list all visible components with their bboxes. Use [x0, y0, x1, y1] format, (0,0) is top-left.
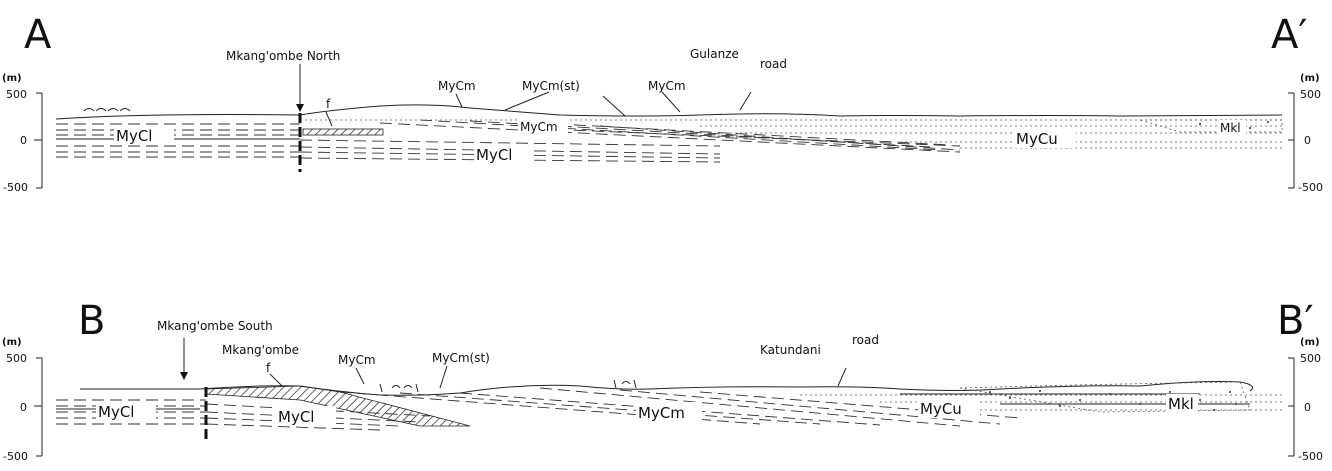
- tick-left-a-500: 500: [6, 88, 27, 101]
- surface-profile-a: [56, 105, 1282, 119]
- road-label-b: road: [852, 333, 879, 347]
- tick-right-a-neg500: -500: [1298, 181, 1323, 194]
- unit-mkl-a: Mkl: [1220, 121, 1241, 135]
- tick-right-b-neg500: -500: [1298, 450, 1323, 463]
- axis-unit-left-a: (m): [2, 73, 22, 84]
- axis-unit-left-b: (m): [2, 337, 22, 348]
- unit-mycu-a: MyCu: [1016, 130, 1058, 148]
- tick-left-b-500: 500: [6, 352, 27, 365]
- left-axis-a: (m) 500 0 -500: [2, 73, 42, 194]
- unit-mycl-left-a: MyCl: [116, 127, 152, 145]
- end-label-b: B: [78, 298, 105, 344]
- right-axis-a: (m) 500 0 -500: [1288, 73, 1323, 194]
- unit-mycl-mid-b: MyCl: [278, 408, 314, 426]
- tick-right-b-0: 0: [1304, 401, 1311, 414]
- fault-label-b: f: [266, 361, 271, 375]
- unit-mycl-left-b: MyCl: [98, 403, 134, 421]
- well-label-a: Mkang'ombe North: [226, 49, 340, 63]
- tick-right-b-500: 500: [1300, 352, 1321, 365]
- end-label-a-prime: A′: [1271, 12, 1307, 58]
- tick-left-b-0: 0: [20, 401, 27, 414]
- well-label-b: Mkang'ombe South: [157, 319, 273, 333]
- tick-right-a-500: 500: [1300, 88, 1321, 101]
- unit-mycm-mid-a: MyCm: [520, 120, 558, 134]
- road-label-a: road: [760, 57, 787, 71]
- section-b: B B′ (m) 500 0 -500 (m) 500 0 -500: [2, 298, 1323, 463]
- outcrop-symbols-b1: [380, 384, 418, 392]
- axis-unit-right-a: (m): [1300, 73, 1320, 84]
- place-label-katundani: Katundani: [760, 343, 821, 357]
- unit-mycl-lower-a: MyCl: [476, 146, 512, 164]
- outcrop-symbols-b2: [614, 380, 636, 388]
- section-a: A A′ (m) 500 0 -500 (m) 500 0 -500: [2, 12, 1323, 194]
- end-label-a: A: [24, 12, 52, 58]
- strata-a: [56, 120, 1282, 162]
- unit-mycu-b: MyCu: [920, 400, 962, 418]
- hatched-unit-a: [303, 129, 383, 135]
- mycm-label-b: MyCm: [338, 353, 376, 367]
- tick-left-a-0: 0: [20, 134, 27, 147]
- mkl-zone-b: [960, 382, 1250, 412]
- right-axis-b: (m) 500 0 -500: [1288, 337, 1323, 463]
- fault-label-a: f: [326, 97, 331, 111]
- mycm-label-a1: MyCm: [438, 79, 476, 93]
- mycm-st-label-b: MyCm(st): [432, 351, 490, 365]
- unit-mkl-b: Mkl: [1168, 395, 1194, 413]
- tick-left-a-neg500: -500: [3, 181, 28, 194]
- tick-left-b-neg500: -500: [3, 450, 28, 463]
- place-label-gulanze: Gulanze: [690, 47, 739, 61]
- dune-symbols-a: [84, 109, 130, 112]
- mycm-label-a2: MyCm: [648, 79, 686, 93]
- mycm-st-label-a: MyCm(st): [522, 79, 580, 93]
- left-axis-b: (m) 500 0 -500: [2, 337, 42, 463]
- place-label-mkangombe: Mkang'ombe: [222, 343, 299, 357]
- tick-right-a-0: 0: [1304, 134, 1311, 147]
- unit-mycm-b: MyCm: [638, 404, 685, 422]
- axis-unit-right-b: (m): [1300, 337, 1320, 348]
